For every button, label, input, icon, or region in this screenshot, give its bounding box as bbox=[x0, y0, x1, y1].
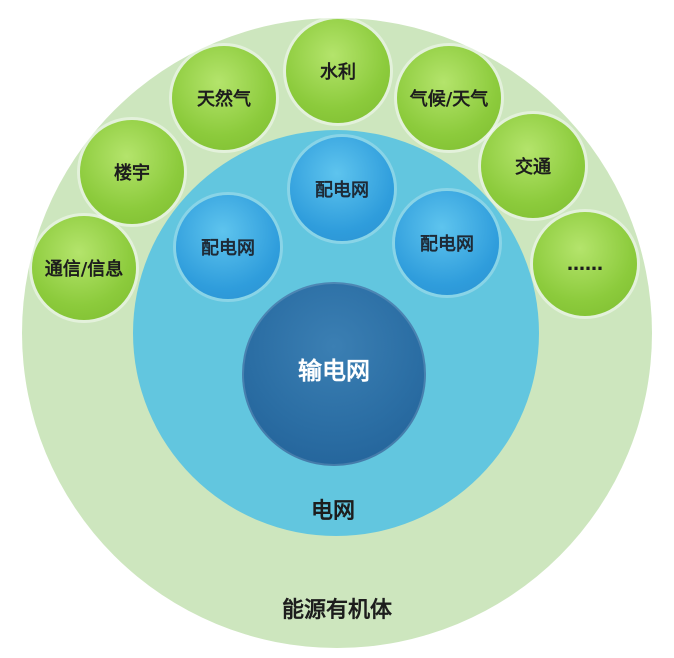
sector-communication: 通信/信息 bbox=[32, 216, 136, 320]
sector-label: 楼宇 bbox=[114, 163, 150, 184]
sector-water: 水利 bbox=[286, 19, 390, 123]
sector-label: 交通 bbox=[515, 157, 551, 178]
distribution-label: 配电网 bbox=[315, 180, 369, 201]
transmission-label: 输电网 bbox=[298, 356, 370, 385]
sector-label: …… bbox=[567, 253, 603, 275]
sector-natural-gas: 天然气 bbox=[172, 46, 276, 150]
distribution-grid-left: 配电网 bbox=[176, 195, 280, 299]
distribution-label: 配电网 bbox=[420, 234, 474, 255]
sector-climate-weather: 气候/天气 bbox=[397, 46, 501, 150]
distribution-grid-top: 配电网 bbox=[290, 137, 394, 241]
distribution-grid-right: 配电网 bbox=[395, 191, 499, 295]
sector-label: 天然气 bbox=[197, 89, 251, 110]
sector-label: 水利 bbox=[320, 62, 356, 83]
sector-more: …… bbox=[533, 212, 637, 316]
transmission-grid-circle: 输电网 bbox=[242, 282, 426, 466]
grid-label: 电网 bbox=[311, 499, 356, 524]
sector-transport: 交通 bbox=[481, 114, 585, 218]
distribution-label: 配电网 bbox=[201, 238, 255, 259]
sector-building: 楼宇 bbox=[80, 120, 184, 224]
energy-organism-label: 能源有机体 bbox=[282, 598, 393, 623]
sector-label: 气候/天气 bbox=[409, 89, 489, 110]
sector-label: 通信/信息 bbox=[44, 259, 124, 280]
